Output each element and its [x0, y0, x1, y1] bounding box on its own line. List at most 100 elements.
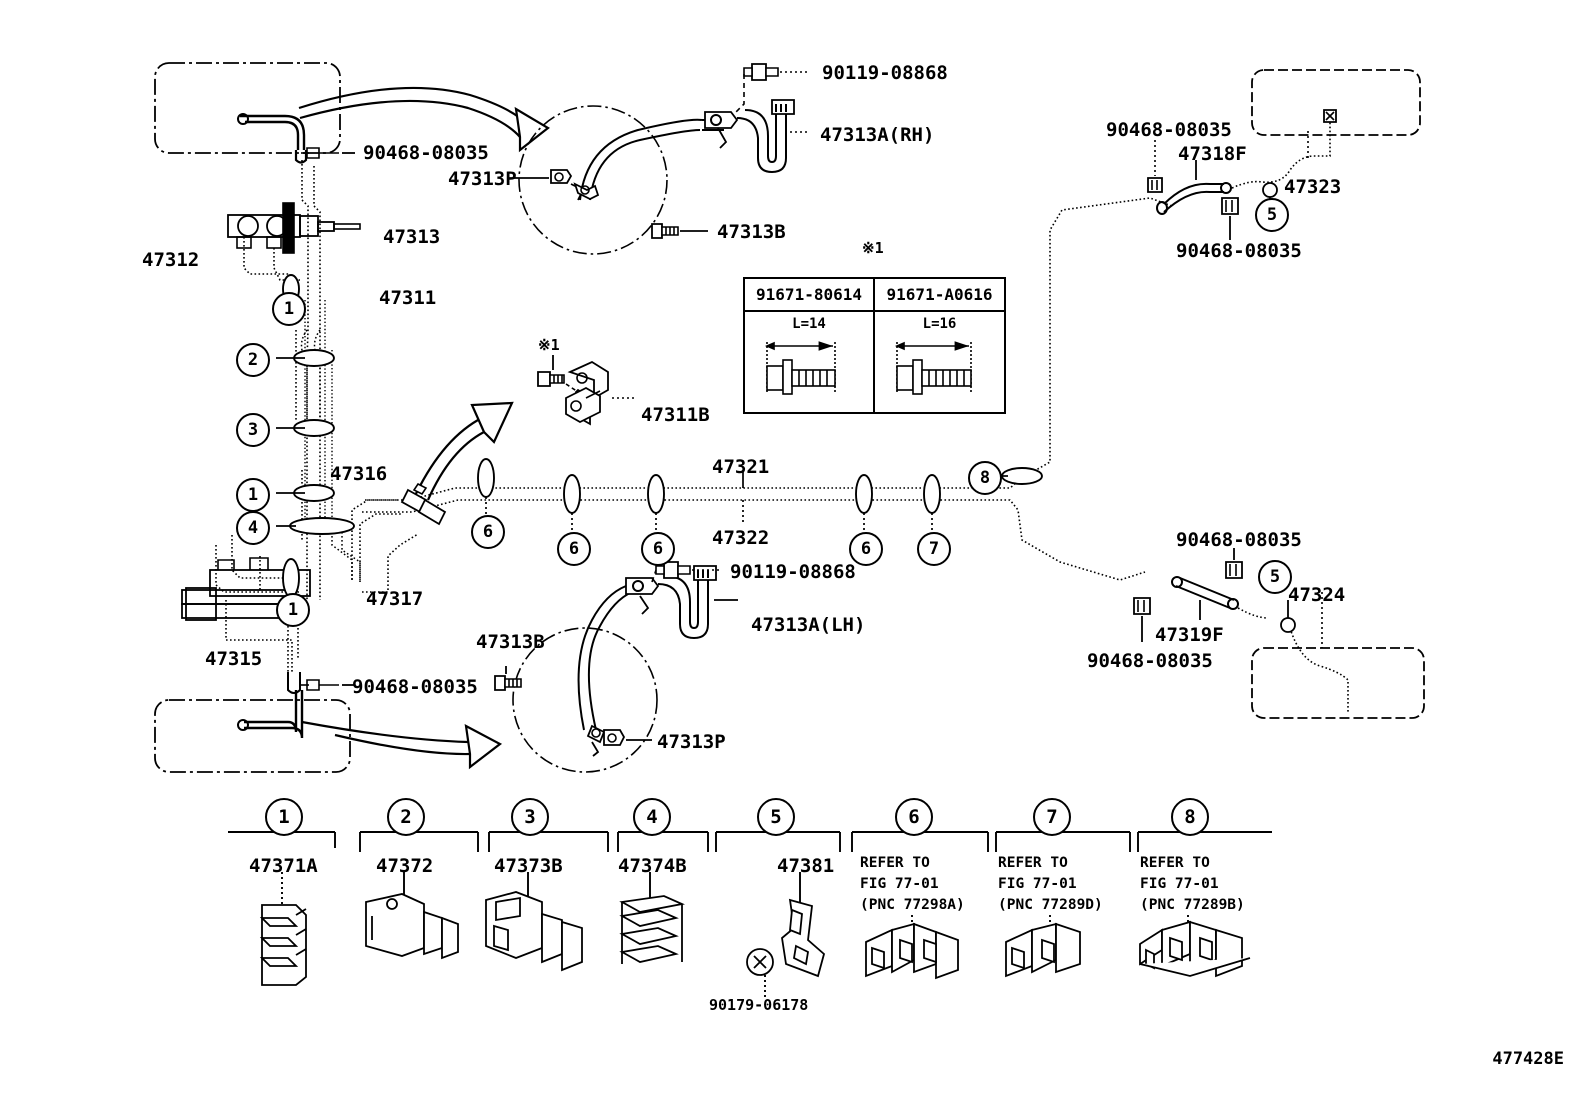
label-47311: 47311 [379, 287, 437, 309]
label-47313p-bottom: 47313P [657, 731, 726, 753]
legend-part-6: REFER TO FIG 77-01 (PNC 77298A) [860, 855, 965, 913]
legend-balloon-5: 5 [757, 798, 795, 836]
balloon-1-c: 1 [276, 593, 310, 627]
bolt-col-1-length: L=14 [792, 316, 826, 332]
bolt-reference-table: 91671-80614 91671-A0616 L=14 L=16 [743, 277, 1006, 414]
fitting-47317 [417, 498, 447, 526]
legend-part-3: 47373B [494, 855, 563, 877]
balloon-1-a: 1 [272, 292, 306, 326]
bolt-col-2-partnum: 91671-A0616 [886, 285, 993, 304]
label-47323: 47323 [1284, 176, 1342, 198]
legend-icon-7 [1005, 922, 1081, 978]
fitting-47315 [287, 672, 301, 694]
bolt-47313b-top [651, 223, 679, 239]
retainer-5-top [1262, 182, 1278, 198]
legend-icon-8 [1139, 920, 1251, 978]
legend-part-5: 47381 [777, 855, 835, 877]
bolt-icon-2 [894, 341, 972, 395]
label-47319f: 47319F [1155, 624, 1224, 646]
label-90468-right-top2: 90468-08035 [1176, 240, 1302, 262]
master-cylinder [227, 202, 361, 254]
legend-icon-6 [865, 922, 959, 980]
label-47322: 47322 [712, 527, 770, 549]
label-47313a-lh: 47313A(LH) [751, 614, 866, 636]
clip-90468-right-top-b [1221, 197, 1239, 215]
label-90119-lh: 90119-08868 [730, 561, 856, 583]
abs-actuator [181, 557, 311, 621]
bolt-col-1-cell: L=14 [745, 312, 875, 412]
label-47317: 47317 [366, 588, 424, 610]
legend-balloon-3: 3 [511, 798, 549, 836]
pipe-network-left [215, 160, 321, 672]
disc-lh [512, 627, 658, 773]
bracket-47311b [565, 360, 609, 426]
legend-balloon-7: 7 [1033, 798, 1071, 836]
balloon-5-top: 5 [1255, 198, 1289, 232]
label-90468-right-top: 90468-08035 [1106, 119, 1232, 141]
hose-47313a-lh [577, 565, 717, 731]
hose-47318f [1156, 182, 1232, 215]
grommets-main [477, 458, 1043, 514]
retainer-5-bottom [1280, 617, 1296, 633]
balloon-1-b: 1 [236, 478, 270, 512]
balloon-2: 2 [236, 343, 270, 377]
figure-code: 477428E [1492, 1049, 1564, 1069]
legend-balloon-4: 4 [633, 798, 671, 836]
legend-part-5-sub: 90179-06178 [709, 996, 809, 1014]
bolt-col-2-cell: L=16 [875, 312, 1004, 412]
balloon-6-d: 6 [849, 532, 883, 566]
fitting-47323 [1323, 109, 1337, 123]
legend-icon-3 [485, 891, 583, 972]
label-47316: 47316 [330, 463, 388, 485]
legend-part-2: 47372 [376, 855, 434, 877]
clip-90468-bottom-left [301, 679, 339, 691]
legend-icon-5 [746, 898, 826, 978]
bolt-col-1-partnum: 91671-80614 [745, 279, 876, 310]
bolt-col-2-length: L=16 [922, 316, 957, 332]
detail-box-right-top [1251, 69, 1421, 136]
legend-balloon-8: 8 [1171, 798, 1209, 836]
bolt-47313b-bottom [494, 675, 522, 691]
detail-box-bottom-left [154, 690, 351, 773]
legend-icon-2 [365, 893, 459, 960]
balloon-6-c: 6 [641, 532, 675, 566]
legend-part-8: REFER TO FIG 77-01 (PNC 77289B) [1140, 855, 1245, 913]
label-47313a-rh: 47313A(RH) [820, 124, 935, 146]
detail-box-right-bottom [1251, 647, 1425, 719]
balloon-6-a: 6 [471, 515, 505, 549]
label-90468-top-left: 90468-08035 [363, 142, 489, 164]
label-47321: 47321 [712, 456, 770, 478]
label-47312: 47312 [142, 249, 200, 271]
legend-part-7: REFER TO FIG 77-01 (PNC 77289D) [998, 855, 1103, 913]
bolt-90119-rh [743, 63, 779, 81]
label-90468-right-bottom2: 90468-08035 [1087, 650, 1213, 672]
bolt-path-rh [735, 74, 745, 113]
clip-90468-right-top-a [1147, 177, 1163, 193]
label-47313p-top: 47313P [448, 168, 517, 190]
balloon-8: 8 [968, 461, 1002, 495]
disc-rh [518, 105, 668, 255]
label-47313b-bottom: 47313B [476, 631, 545, 653]
balloon-4: 4 [236, 511, 270, 545]
balloon-7: 7 [917, 532, 951, 566]
balloon-5-bottom: 5 [1258, 560, 1292, 594]
label-90119-rh: 90119-08868 [822, 62, 948, 84]
table-marker: ※1 [862, 239, 884, 257]
balloon-3: 3 [236, 413, 270, 447]
clip-90468-top-left [301, 147, 339, 159]
hose-47319f [1171, 576, 1239, 610]
clamp-47313p-bottom [586, 724, 626, 757]
arrow-top-left [298, 86, 550, 153]
arrow-center [412, 401, 514, 501]
bolt-47311b-mark1 [537, 371, 565, 387]
legend-icon-1 [259, 904, 307, 986]
clip-90468-right-bot-a [1225, 561, 1243, 579]
legend-balloon-2: 2 [387, 798, 425, 836]
label-90468-bottom-left: 90468-08035 [352, 676, 478, 698]
clip-90468-right-bot-b [1133, 597, 1151, 615]
label-47313b-top: 47313B [717, 221, 786, 243]
legend-icon-4 [619, 895, 685, 964]
marker-47311b: ※1 [538, 336, 560, 354]
